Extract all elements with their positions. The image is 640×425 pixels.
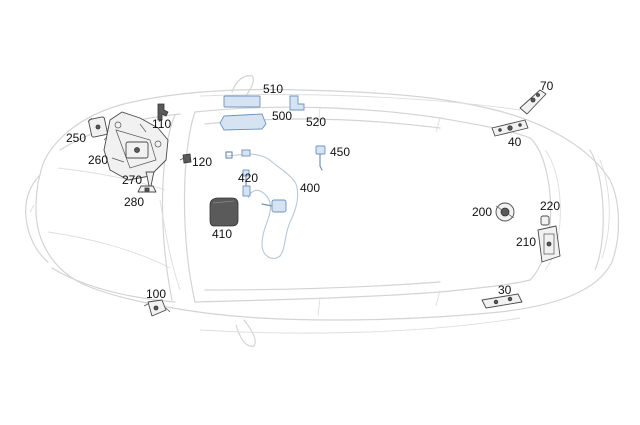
part-110-connector <box>157 103 169 121</box>
label-420: 420 <box>238 171 258 185</box>
part-120-connector <box>179 153 192 164</box>
label-280: 280 <box>124 195 144 209</box>
part-400-antenna <box>261 199 287 213</box>
part-30-module <box>481 293 523 309</box>
label-70: 70 <box>540 79 554 93</box>
part-280-clip <box>137 185 157 193</box>
part-70-module <box>519 89 547 115</box>
part-420-wiring-harness <box>225 149 299 259</box>
part-250-actuator <box>87 116 109 141</box>
label-120: 120 <box>192 155 212 169</box>
part-200-speaker <box>495 202 515 222</box>
label-250: 250 <box>66 131 86 145</box>
label-270: 270 <box>122 173 142 187</box>
label-110: 110 <box>152 117 171 131</box>
part-510-roof-module <box>223 95 261 108</box>
label-220: 220 <box>540 199 560 213</box>
label-510: 510 <box>263 82 283 96</box>
part-260-bracket-assembly <box>103 111 169 181</box>
part-520-clip <box>289 95 305 111</box>
label-400: 400 <box>300 181 320 195</box>
part-410-control-unit <box>209 197 239 227</box>
label-500: 500 <box>272 109 292 123</box>
label-520: 520 <box>306 115 326 129</box>
label-30: 30 <box>498 283 512 297</box>
part-100-sensor <box>143 299 171 317</box>
label-100: 100 <box>146 287 166 301</box>
part-40-module <box>491 119 529 137</box>
part-500-roof-panel <box>219 113 267 131</box>
part-210-module <box>537 225 561 263</box>
part-450-sensor <box>315 145 326 171</box>
label-410: 410 <box>212 227 232 241</box>
part-220-cap <box>540 215 550 226</box>
label-40: 40 <box>508 135 522 149</box>
label-260: 260 <box>88 153 108 167</box>
label-450: 450 <box>330 145 350 159</box>
label-210: 210 <box>516 235 536 249</box>
part-270-screw <box>145 171 155 187</box>
callout-labels: 510 500 520 70 40 250 110 260 120 270 28… <box>66 79 560 301</box>
label-200: 200 <box>472 205 492 219</box>
